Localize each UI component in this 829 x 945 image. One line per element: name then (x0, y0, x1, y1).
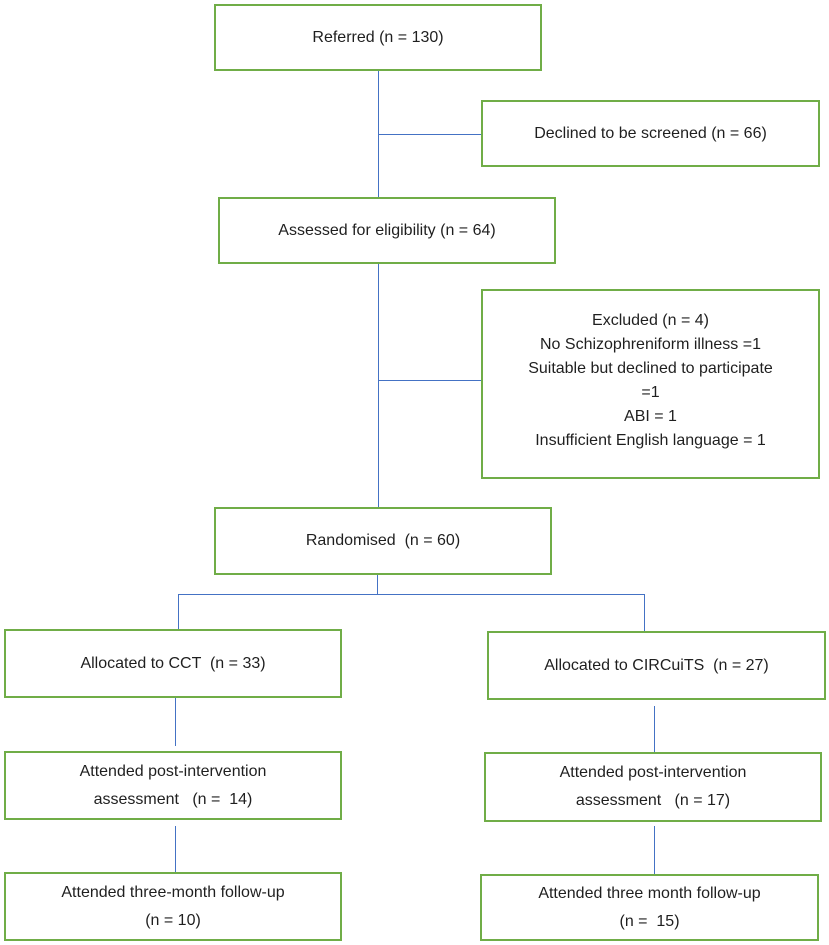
referred-box: Referred (n = 130) (214, 4, 542, 71)
excluded-reason-english: Insufficient English language = 1 (535, 432, 766, 449)
cct-post-intervention-line2: assessment (n = 14) (93, 790, 253, 808)
assessed-eligibility-text: Assessed for eligibility (n = 64) (278, 221, 496, 239)
connector-circuits-allocated-to-post (654, 706, 656, 752)
excluded-title: Excluded (n = 4) (592, 312, 709, 329)
cct-post-intervention-box: Attended post-intervention assessment (n… (4, 751, 342, 820)
cct-followup-line1: Attended three-month follow-up (61, 883, 285, 901)
circuits-followup-line1: Attended three month follow-up (538, 884, 761, 902)
cct-post-intervention-line1: Attended post-intervention (79, 762, 267, 780)
connector-cct-allocated-to-post (175, 698, 177, 746)
connector-randomised-down (377, 574, 379, 595)
connector-assessed-to-randomised (378, 264, 380, 508)
referred-text: Referred (n = 130) (312, 28, 444, 46)
excluded-reason-declined-participate: Suitable but declined to participate (528, 360, 773, 377)
excluded-reason-no-schizophreniform: No Schizophreniform illness =1 (540, 336, 761, 353)
circuits-post-intervention-line2: assessment (n = 17) (575, 792, 731, 809)
circuits-allocated-box: Allocated to CIRCuiTS (n = 27) (487, 631, 826, 700)
circuits-followup-box: Attended three month follow-up (n = 15) (480, 874, 819, 941)
connector-branch-left (178, 594, 180, 630)
randomised-text: Randomised (n = 60) (305, 532, 461, 549)
cct-allocated-text: Allocated to CCT (n = 33) (80, 654, 266, 672)
declined-screening-text: Declined to be screened (n = 66) (534, 124, 767, 142)
excluded-box: Excluded (n = 4) No Schizophreniform ill… (481, 289, 820, 479)
connector-circuits-post-to-followup (654, 826, 656, 874)
randomised-box: Randomised (n = 60) (214, 507, 552, 575)
circuits-post-intervention-line1: Attended post-intervention (559, 764, 747, 781)
excluded-reason-abi: ABI = 1 (624, 408, 677, 425)
cct-followup-box: Attended three-month follow-up (n = 10) (4, 872, 342, 941)
circuits-post-intervention-box: Attended post-intervention assessment (n… (484, 752, 822, 822)
cct-allocated-box: Allocated to CCT (n = 33) (4, 629, 342, 698)
connector-branch-horizontal (178, 594, 645, 596)
connector-cct-post-to-followup (175, 826, 177, 872)
connector-branch-right (644, 594, 646, 632)
cct-followup-line2: (n = 10) (145, 911, 201, 929)
connector-to-declined (378, 134, 482, 136)
connector-to-excluded (378, 380, 482, 382)
circuits-followup-line2: (n = 15) (619, 912, 680, 930)
excluded-reason-declined-count: =1 (641, 384, 660, 401)
declined-screening-box: Declined to be screened (n = 66) (481, 100, 820, 167)
circuits-allocated-text: Allocated to CIRCuiTS (n = 27) (544, 656, 769, 674)
assessed-eligibility-box: Assessed for eligibility (n = 64) (218, 197, 556, 264)
